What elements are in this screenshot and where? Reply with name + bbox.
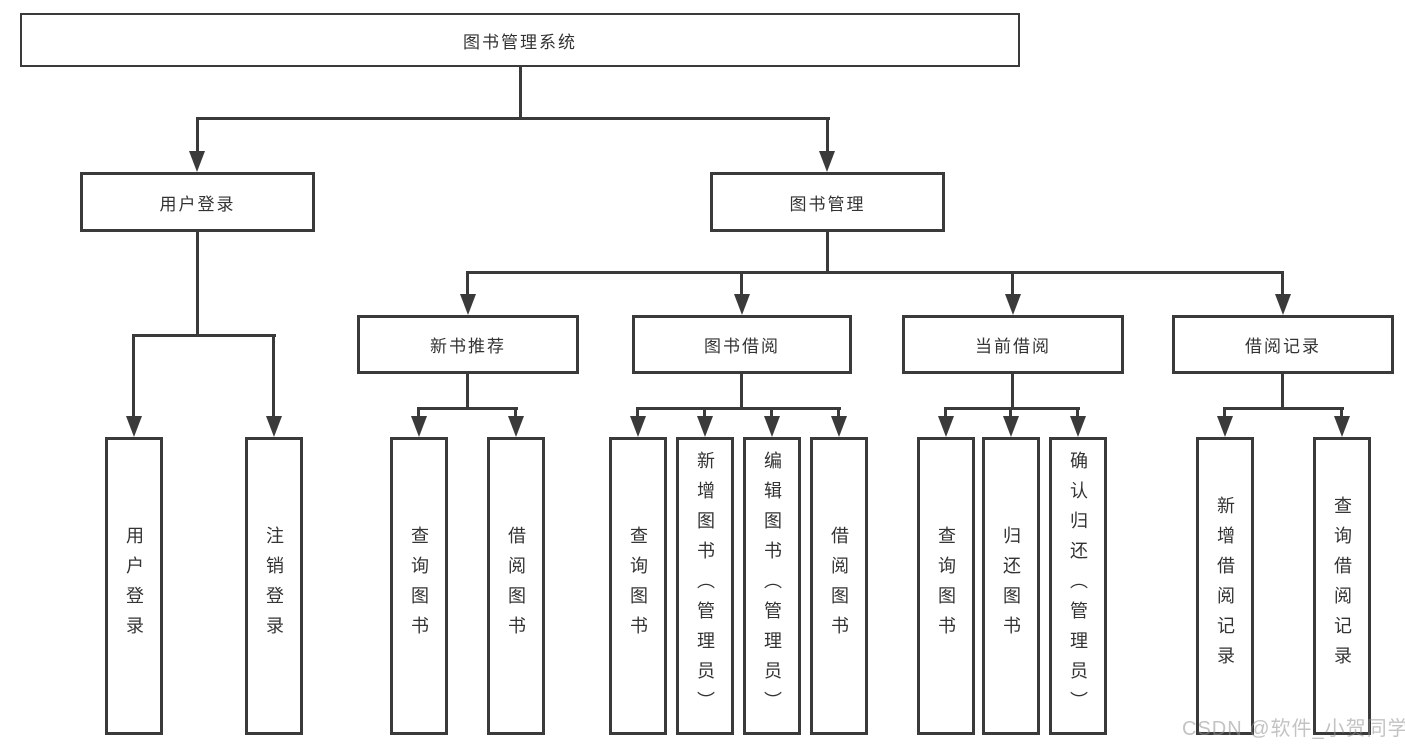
arrowhead-cb-return-books [1003,416,1019,437]
arrowhead-nb-query-books [411,416,427,437]
connector-book-mgmt-stub [826,232,829,274]
connector-records-drop-1 [1223,407,1226,419]
node-user-login: 用户登录 [80,172,315,232]
connector-current-stub [1011,374,1014,410]
connector-current-drop-2 [1009,407,1012,419]
connector-new-books-rail [417,407,518,410]
arrowhead-book-management [819,151,835,172]
leaf-newbooks-borrow-books: 借阅图书 [487,437,545,735]
connector-borrowing-stub [740,374,743,410]
leaf-current-return-books: 归还图书 [982,437,1040,735]
leaf-current-confirm-return-admin: 确认归还（管理员） [1049,437,1107,735]
connector-root-drop-left [196,117,199,155]
connector-borrowing-rail [636,407,841,410]
arrowhead-rec-query-record [1334,416,1350,437]
connector-new-books-drop-2 [514,407,517,419]
leaf-records-add-borrow-record: 新增借阅记录 [1196,437,1254,735]
connector-user-login-drop-2 [272,334,275,419]
leaf-records-query-borrow-record: 查询借阅记录 [1313,437,1371,735]
node-borrowing-records: 借阅记录 [1172,315,1394,374]
arrowhead-borrowing [734,294,750,315]
connector-user-login-stub [196,232,199,337]
connector-borrowing-drop-1 [636,407,639,419]
connector-new-books-drop-1 [417,407,420,419]
leaf-borrowing-query-books: 查询图书 [609,437,667,735]
csdn-watermark: CSDN @软件_小贺同学 [1182,718,1405,740]
connector-records-rail [1223,407,1344,410]
arrowhead-bw-add-books [697,416,713,437]
leaf-borrowing-edit-books-admin: 编辑图书（管理员） [743,437,801,735]
connector-book-mgmt-rail [466,271,1284,274]
arrowhead-bw-query-books [630,416,646,437]
connector-current-rail [944,407,1080,410]
arrowhead-borrow-records [1275,294,1291,315]
connector-borrowing-drop-2 [703,407,706,419]
node-new-book-recommend: 新书推荐 [357,315,579,374]
connector-records-stub [1281,374,1284,410]
connector-root-drop-right [826,117,829,155]
connector-records-drop-2 [1340,407,1343,419]
arrowhead-rec-add-record [1217,416,1233,437]
leaf-borrowing-borrow-books: 借阅图书 [810,437,868,735]
connector-book-mgmt-drop-3 [1011,271,1014,298]
connector-current-drop-3 [1076,407,1079,419]
leaf-borrowing-add-books-admin: 新增图书（管理员） [676,437,734,735]
node-current-borrowing: 当前借阅 [902,315,1124,374]
arrowhead-bw-edit-books [764,416,780,437]
connector-book-mgmt-drop-4 [1281,271,1284,298]
connector-borrowing-drop-3 [770,407,773,419]
arrowhead-nb-borrow-books [508,416,524,437]
connector-user-login-drop-1 [132,334,135,419]
connector-root-rail [196,117,830,120]
connector-user-login-rail [132,334,276,337]
arrowhead-current-borrow [1005,294,1021,315]
leaf-newbooks-query-books: 查询图书 [390,437,448,735]
node-book-borrowing: 图书借阅 [632,315,852,374]
arrowhead-cb-query-books [938,416,954,437]
connector-root-stub [519,67,522,120]
connector-new-books-stub [466,374,469,410]
connector-book-mgmt-drop-1 [466,271,469,298]
node-book-management: 图书管理 [710,172,945,232]
arrowhead-user-login-leaf [126,416,142,437]
connector-current-drop-1 [944,407,947,419]
arrowhead-logout-leaf [266,416,282,437]
leaf-user-login: 用户登录 [105,437,163,735]
arrowhead-new-books [460,294,476,315]
connector-book-mgmt-drop-2 [740,271,743,298]
arrowhead-cb-confirm-return [1070,416,1086,437]
arrowhead-bw-borrow-books [831,416,847,437]
connector-borrowing-drop-4 [837,407,840,419]
leaf-logout: 注销登录 [245,437,303,735]
arrowhead-user-login [189,151,205,172]
leaf-current-query-books: 查询图书 [917,437,975,735]
node-library-system-root: 图书管理系统 [20,13,1020,67]
